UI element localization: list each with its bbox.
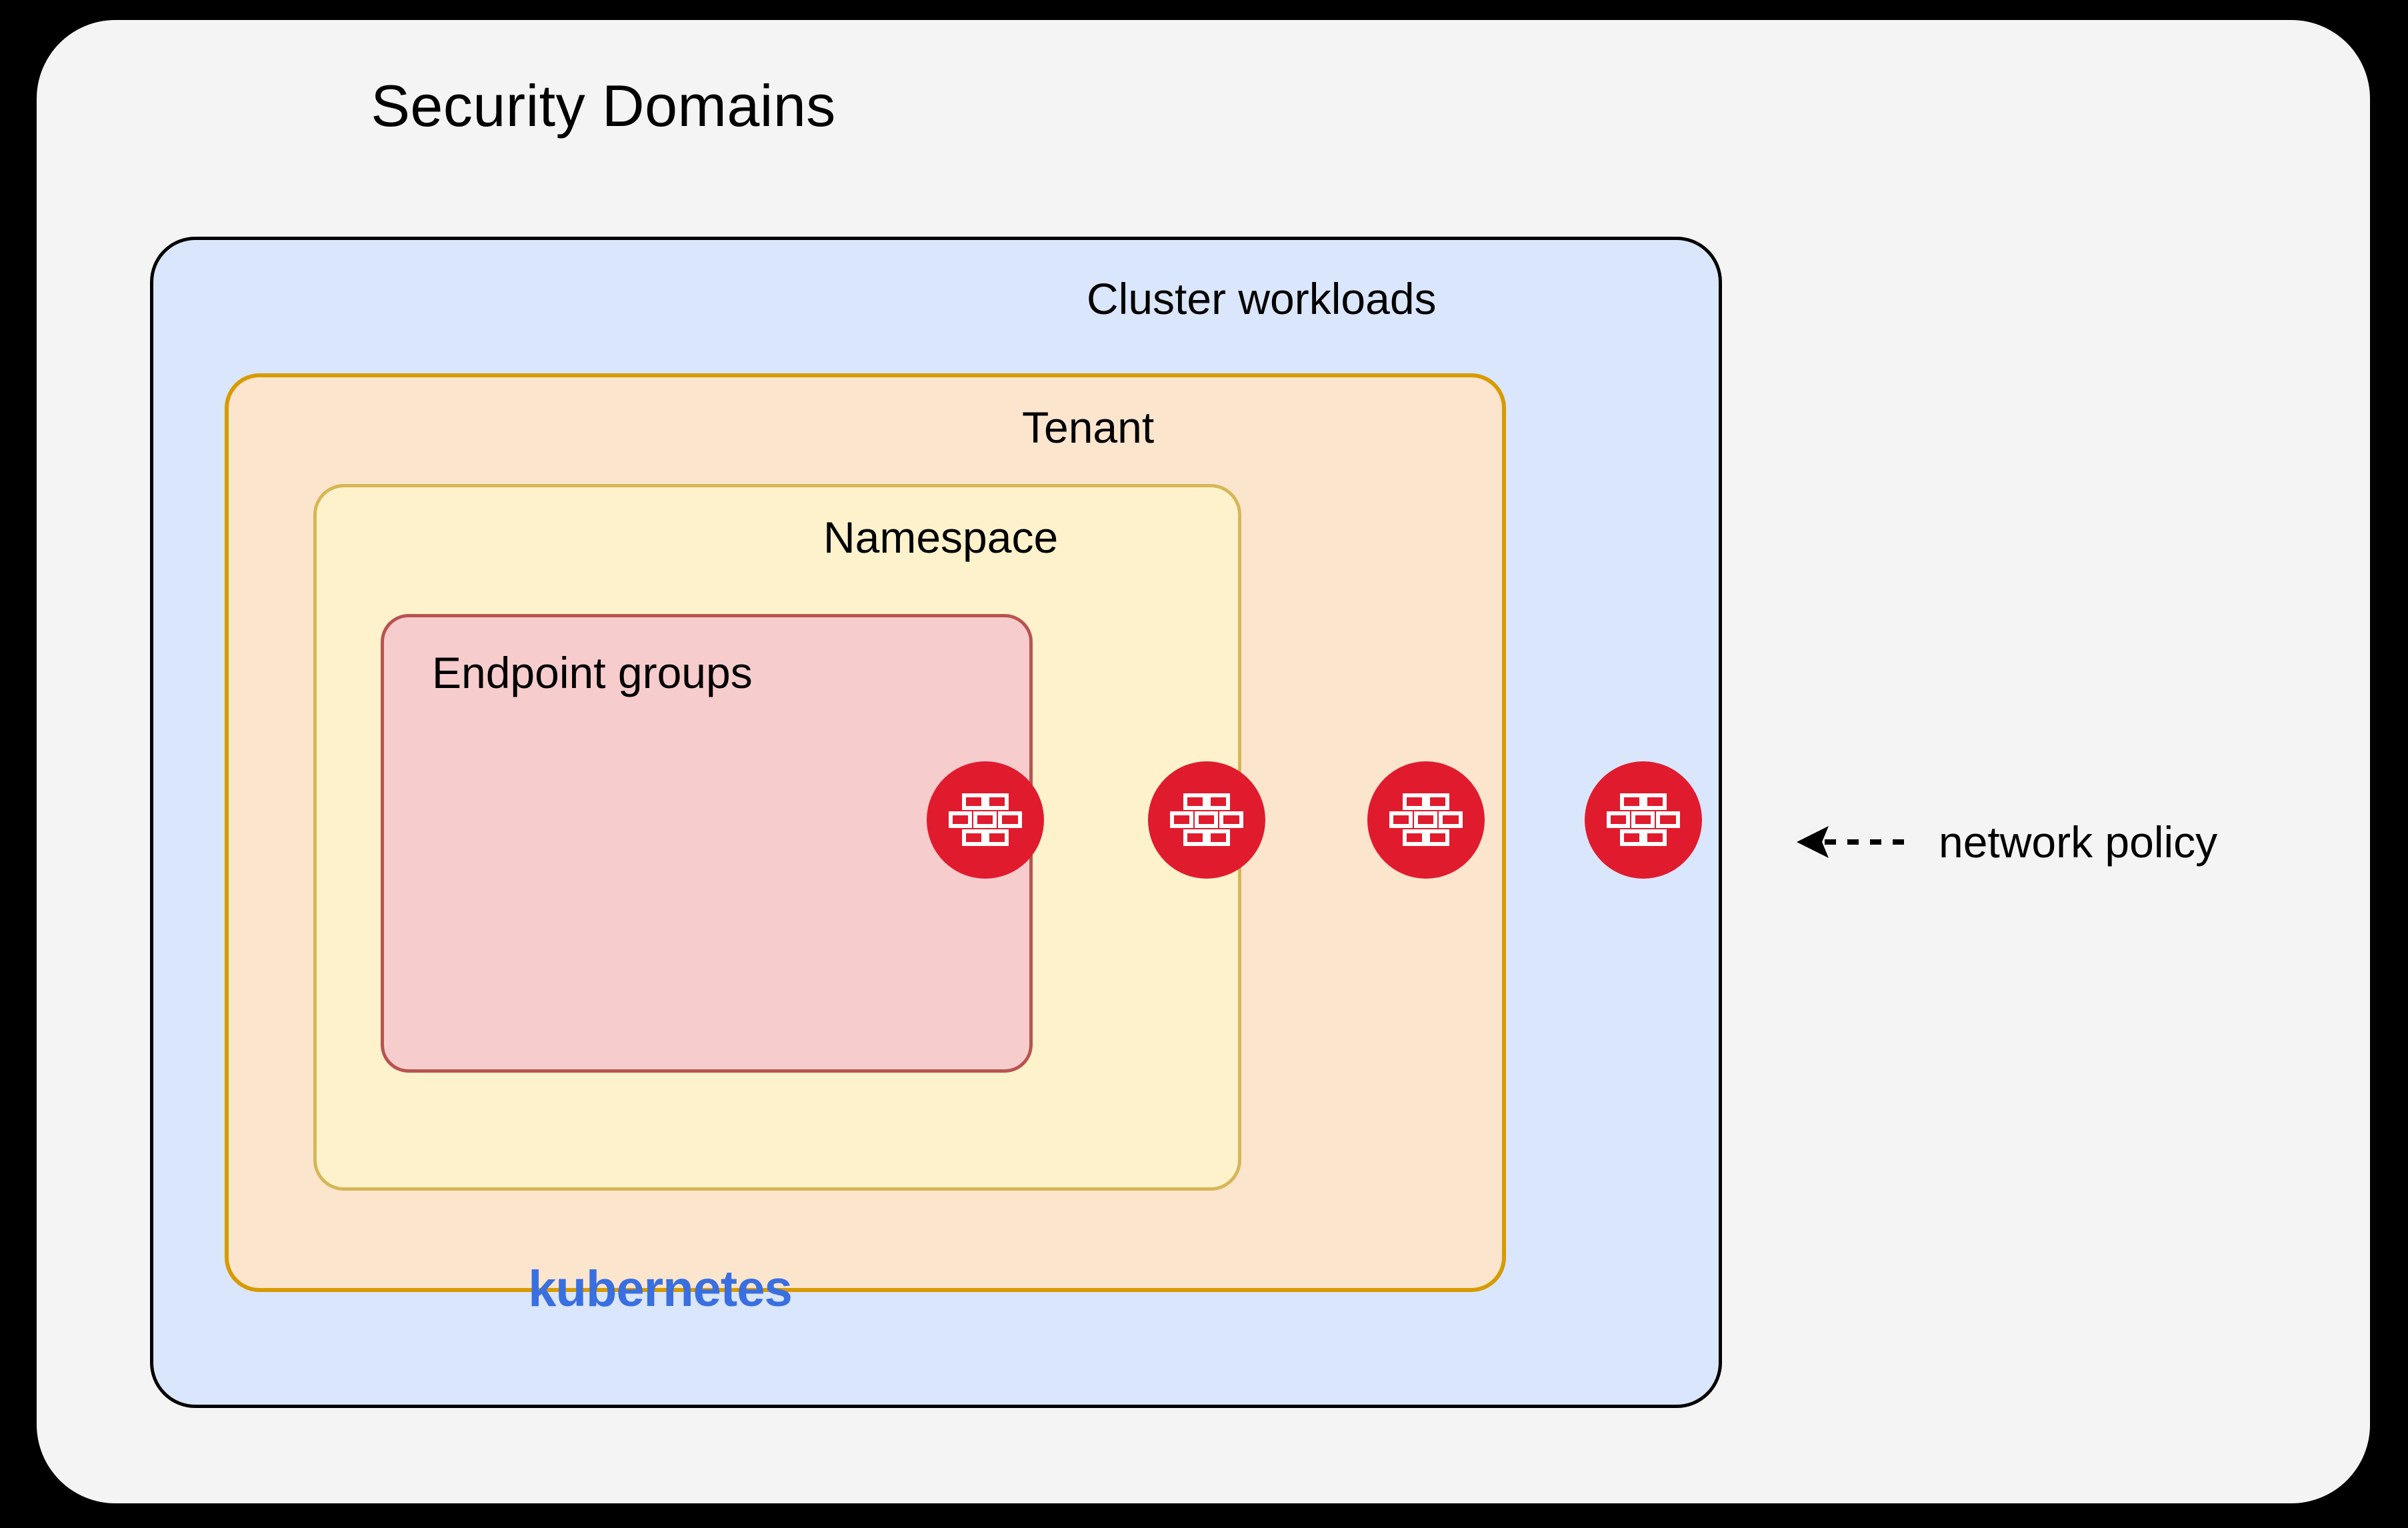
network-policy-callout: network policy: [1797, 813, 2217, 871]
domain-label-namespace: Namespace: [823, 513, 1059, 562]
domain-box-namespace[interactable]: Namespace Endpoint groups: [313, 484, 1241, 1191]
domain-label-cluster-workloads: Cluster workloads: [1087, 274, 1437, 323]
firewall-icon-cluster-workloads-boundary[interactable]: [1585, 761, 1702, 879]
security-domains-panel: Security Domains Cluster workloads Tenan…: [37, 20, 2370, 1503]
network-policy-label: network policy: [1939, 817, 2218, 867]
domain-label-tenant: Tenant: [1022, 403, 1155, 452]
domain-label-endpoint-groups: Endpoint groups: [432, 648, 753, 697]
firewall-icon-tenant-boundary[interactable]: [1367, 761, 1485, 879]
brick-wall-icon: [1389, 793, 1463, 846]
brick-wall-icon: [1170, 793, 1243, 846]
brick-wall-icon: [949, 793, 1022, 846]
domain-box-cluster-workloads[interactable]: Cluster workloads Tenant Namespace Endpo…: [150, 237, 1722, 1408]
firewall-icon-namespace-boundary[interactable]: [1148, 761, 1265, 879]
page-title: Security Domains: [371, 73, 836, 139]
domain-box-tenant[interactable]: Tenant Namespace Endpoint groups: [225, 373, 1506, 1292]
dashed-arrow-left-icon: [1797, 826, 1911, 858]
kubernetes-wordmark: kubernetes: [528, 1261, 793, 1317]
firewall-icon-endpoint-groups-boundary[interactable]: [927, 761, 1044, 879]
domain-box-endpoint-groups[interactable]: Endpoint groups: [381, 614, 1033, 1073]
brick-wall-icon: [1607, 793, 1680, 846]
